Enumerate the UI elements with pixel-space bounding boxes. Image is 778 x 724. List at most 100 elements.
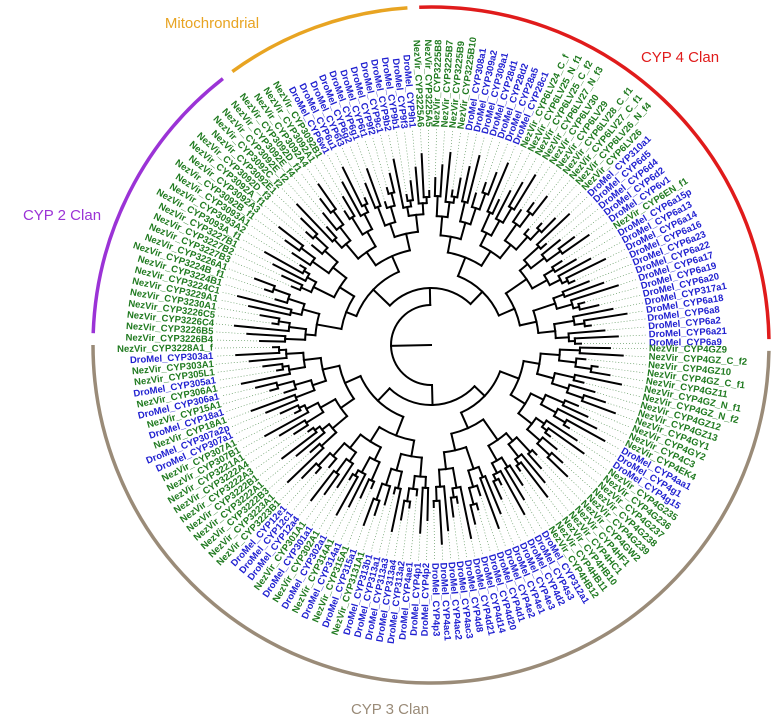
guide-line bbox=[217, 370, 278, 381]
mitochondrial-clan-arc bbox=[231, 6, 408, 73]
leaf-label: NezVir_CYP4GZ_C_f2 bbox=[648, 351, 747, 367]
branch-segment bbox=[419, 486, 424, 534]
branch-segment bbox=[483, 474, 502, 515]
guide-line bbox=[501, 498, 522, 542]
branch-segment bbox=[262, 362, 284, 368]
guide-line bbox=[255, 218, 286, 241]
guide-line bbox=[496, 142, 509, 174]
branch-segment bbox=[515, 435, 532, 454]
branch-segment bbox=[373, 499, 381, 517]
guide-line bbox=[528, 179, 571, 230]
branch-segment bbox=[540, 238, 562, 257]
branch-segment bbox=[390, 191, 396, 207]
branch-segment bbox=[540, 217, 557, 234]
branch-segment bbox=[572, 379, 585, 384]
guide-line bbox=[231, 261, 292, 287]
branch-segment bbox=[491, 198, 501, 216]
clan-arcs bbox=[91, 5, 771, 685]
branch-segment bbox=[469, 290, 484, 306]
guide-line bbox=[470, 537, 476, 557]
cyp2-clan-label: CYP 2 Clan bbox=[23, 207, 101, 224]
branch-segment bbox=[284, 337, 307, 341]
branch-segment bbox=[278, 419, 307, 437]
branch-segment bbox=[446, 201, 451, 219]
guide-line bbox=[420, 129, 422, 155]
branch-segment bbox=[263, 410, 310, 438]
leaf-label: NezVir_CYP3225A5 bbox=[422, 39, 434, 127]
branch-segment bbox=[480, 211, 492, 233]
branch-segment bbox=[344, 242, 360, 260]
branch-segment bbox=[469, 503, 477, 525]
guide-line bbox=[349, 144, 366, 184]
guide-line bbox=[388, 133, 394, 160]
branch-segment bbox=[444, 151, 452, 203]
cyp3-clan-label: CYP 3 Clan bbox=[351, 701, 429, 718]
branch-segment bbox=[569, 284, 620, 302]
branch-segment bbox=[235, 351, 281, 357]
guide-line bbox=[221, 291, 239, 297]
guide-line bbox=[347, 487, 372, 545]
branch-segment bbox=[360, 456, 372, 474]
branch-segment bbox=[565, 257, 607, 280]
guide-line bbox=[325, 514, 338, 534]
branch-segment bbox=[321, 364, 341, 371]
guide-line bbox=[594, 391, 639, 405]
branch-segment bbox=[312, 285, 336, 299]
branch-segment bbox=[541, 436, 558, 451]
branch-segment bbox=[289, 311, 303, 316]
branch-segment bbox=[321, 212, 339, 232]
branch-segment bbox=[295, 203, 334, 243]
branch-segment bbox=[305, 401, 320, 411]
branch-segment bbox=[478, 192, 487, 211]
guide-line bbox=[216, 315, 273, 324]
guide-line bbox=[362, 514, 375, 551]
branch-segment bbox=[499, 469, 526, 516]
guide-line bbox=[520, 165, 552, 211]
guide-line bbox=[435, 129, 437, 179]
branch-segment bbox=[553, 319, 576, 326]
guide-line bbox=[216, 323, 235, 327]
branch-segment bbox=[492, 480, 503, 500]
branch-segment bbox=[236, 294, 293, 311]
branch-segment bbox=[331, 266, 348, 280]
branch-segment bbox=[529, 256, 546, 270]
guide-line bbox=[522, 156, 538, 184]
branch-segment bbox=[574, 365, 593, 371]
guide-line bbox=[509, 152, 531, 192]
branch-segment bbox=[547, 426, 585, 455]
guide-line bbox=[410, 495, 417, 561]
guide-line bbox=[562, 462, 593, 490]
guide-line bbox=[242, 239, 266, 253]
guide-line bbox=[403, 130, 411, 182]
branch-segment bbox=[304, 230, 315, 240]
branch-segment bbox=[332, 238, 344, 250]
branch-segment bbox=[274, 298, 289, 305]
guide-line bbox=[612, 302, 643, 310]
branch-segment bbox=[539, 242, 548, 251]
branch-segment bbox=[331, 414, 349, 430]
branch-segment bbox=[561, 404, 589, 418]
leaf-label: DroMel_CYP4ac1 bbox=[437, 562, 452, 641]
branch-segment bbox=[553, 371, 576, 379]
branch-segment bbox=[529, 228, 541, 241]
branch-segment bbox=[430, 383, 434, 407]
cyp4-clan-label: CYP 4 Clan bbox=[641, 49, 719, 66]
leaf-labels: DroMel_CYP6a9DroMel_CYP6a21DroMel_CYP6a2… bbox=[117, 36, 747, 644]
branch-segment bbox=[467, 486, 475, 506]
branch-segment bbox=[292, 423, 310, 436]
branch-segment bbox=[573, 335, 619, 340]
guide-line bbox=[536, 454, 582, 501]
guide-line bbox=[215, 339, 261, 342]
branch-segment bbox=[348, 450, 358, 463]
branch-segment bbox=[284, 239, 301, 252]
branch-segment bbox=[479, 231, 488, 247]
branch-segment bbox=[288, 365, 307, 372]
branch-segment bbox=[435, 485, 438, 502]
branch-segment bbox=[246, 332, 287, 338]
guide-line bbox=[245, 435, 281, 457]
branch-segment bbox=[399, 499, 406, 521]
guide-line bbox=[568, 196, 589, 215]
branch-segment bbox=[565, 418, 606, 443]
branch-segment bbox=[371, 288, 392, 307]
guide-line bbox=[584, 286, 640, 303]
